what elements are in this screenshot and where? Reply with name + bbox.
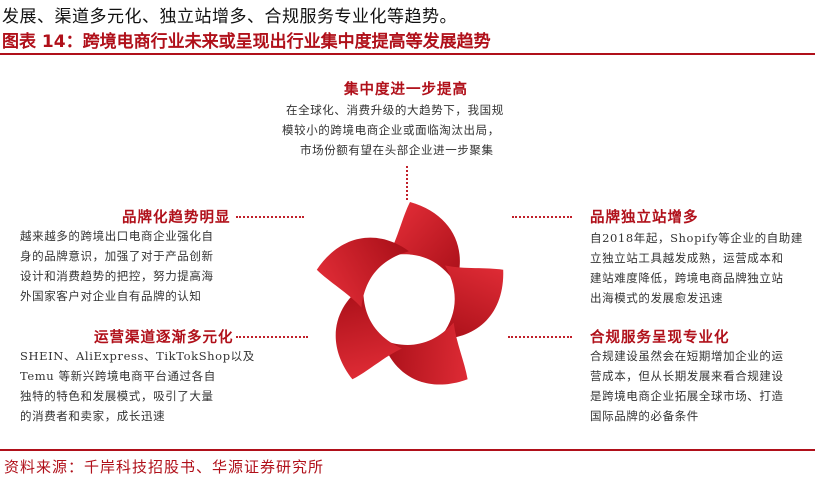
trend-heading-channels: 运营渠道逐渐多元化 bbox=[94, 329, 234, 346]
trend-body-line: 设计和消费趋势的把控，努力提高海 bbox=[20, 269, 214, 283]
connector-right-lower bbox=[508, 336, 572, 338]
five-petal-swirl-diagram bbox=[316, 202, 504, 385]
trend-body-branding: 越来越多的跨境出口电商企业强化自 身的品牌意识，加强了对于产品创新 设计和消费趋… bbox=[20, 226, 214, 306]
petal-left-upper bbox=[316, 237, 409, 308]
petal-top bbox=[388, 202, 460, 284]
trend-body-line: 越来越多的跨境出口电商企业强化自 bbox=[20, 229, 214, 243]
trend-body-line: 在全球化、消费升级的大趋势下，我国规 bbox=[286, 103, 504, 117]
source-note: 资料来源：千岸科技招股书、华源证券研究所 bbox=[4, 458, 325, 476]
trend-body-line: 的消费者和卖家，成长迅速 bbox=[20, 409, 166, 423]
trend-body-line: 模较小的跨境电商企业或面临淘汰出局， bbox=[282, 123, 500, 137]
trend-body-line: 立独立站工具越发成熟，运营成本和 bbox=[590, 251, 784, 265]
footer-rule bbox=[0, 449, 815, 451]
trend-body-standalone-sites: 自2018年起，Shopify等企业的自助建 立独立站工具越发成熟，运营成本和 … bbox=[590, 228, 803, 308]
trend-body-line: 市场份额有望在头部企业进一步聚集 bbox=[300, 143, 494, 157]
figure-title: 图表 14：跨境电商行业未来或呈现出行业集中度提高等发展趋势 bbox=[2, 32, 491, 52]
trend-body-line: 是跨境电商企业拓展全球市场、打造 bbox=[590, 389, 784, 403]
connector-top bbox=[406, 166, 408, 200]
trend-body-concentration: 在全球化、消费升级的大趋势下，我国规 模较小的跨境电商企业或面临淘汰出局， 市场… bbox=[282, 100, 504, 160]
trend-heading-standalone-sites: 品牌独立站增多 bbox=[590, 209, 699, 226]
trend-heading-concentration: 集中度进一步提高 bbox=[344, 81, 468, 98]
trend-body-line: 身的品牌意识，加强了对于产品创新 bbox=[20, 249, 214, 263]
trend-body-line: 自2018年起，Shopify等企业的自助建 bbox=[590, 231, 803, 245]
title-rule bbox=[0, 53, 815, 55]
trend-body-line: 建站难度降低，跨境电商品牌独立站 bbox=[590, 271, 784, 285]
trend-body-line: SHEIN、AliExpress、TikTokShop以及 bbox=[20, 349, 255, 363]
petal-right-upper bbox=[439, 265, 504, 339]
trend-body-line: 外国家客户对企业自有品牌的认知 bbox=[20, 289, 202, 303]
connector-right-upper bbox=[512, 216, 572, 218]
petal-left-lower bbox=[335, 285, 402, 380]
trend-body-line: 出海模式的发展愈发迅速 bbox=[590, 291, 724, 305]
trend-body-line: 营成本，但从长期发展来看合规建设 bbox=[590, 369, 784, 383]
petal-right-lower bbox=[382, 322, 468, 385]
connector-left-lower bbox=[236, 336, 308, 338]
trend-body-line: 国际品牌的必备条件 bbox=[590, 409, 699, 423]
intro-line: 发展、渠道多元化、独立站增多、合规服务专业化等趋势。 bbox=[2, 7, 457, 27]
trend-body-channels: SHEIN、AliExpress、TikTokShop以及 Temu 等新兴跨境… bbox=[20, 346, 255, 426]
trend-heading-branding: 品牌化趋势明显 bbox=[122, 209, 231, 226]
connector-left-upper bbox=[236, 216, 304, 218]
trend-body-line: 合规建设虽然会在短期增加企业的运 bbox=[590, 349, 784, 363]
trend-body-compliance: 合规建设虽然会在短期增加企业的运 营成本，但从长期发展来看合规建设 是跨境电商企… bbox=[590, 346, 784, 426]
trend-body-line: Temu 等新兴跨境电商平台通过各自 bbox=[20, 369, 216, 383]
swirl-petals bbox=[316, 202, 504, 385]
trend-heading-compliance: 合规服务呈现专业化 bbox=[590, 329, 730, 346]
trend-body-line: 独特的特色和发展模式，吸引了大量 bbox=[20, 389, 214, 403]
